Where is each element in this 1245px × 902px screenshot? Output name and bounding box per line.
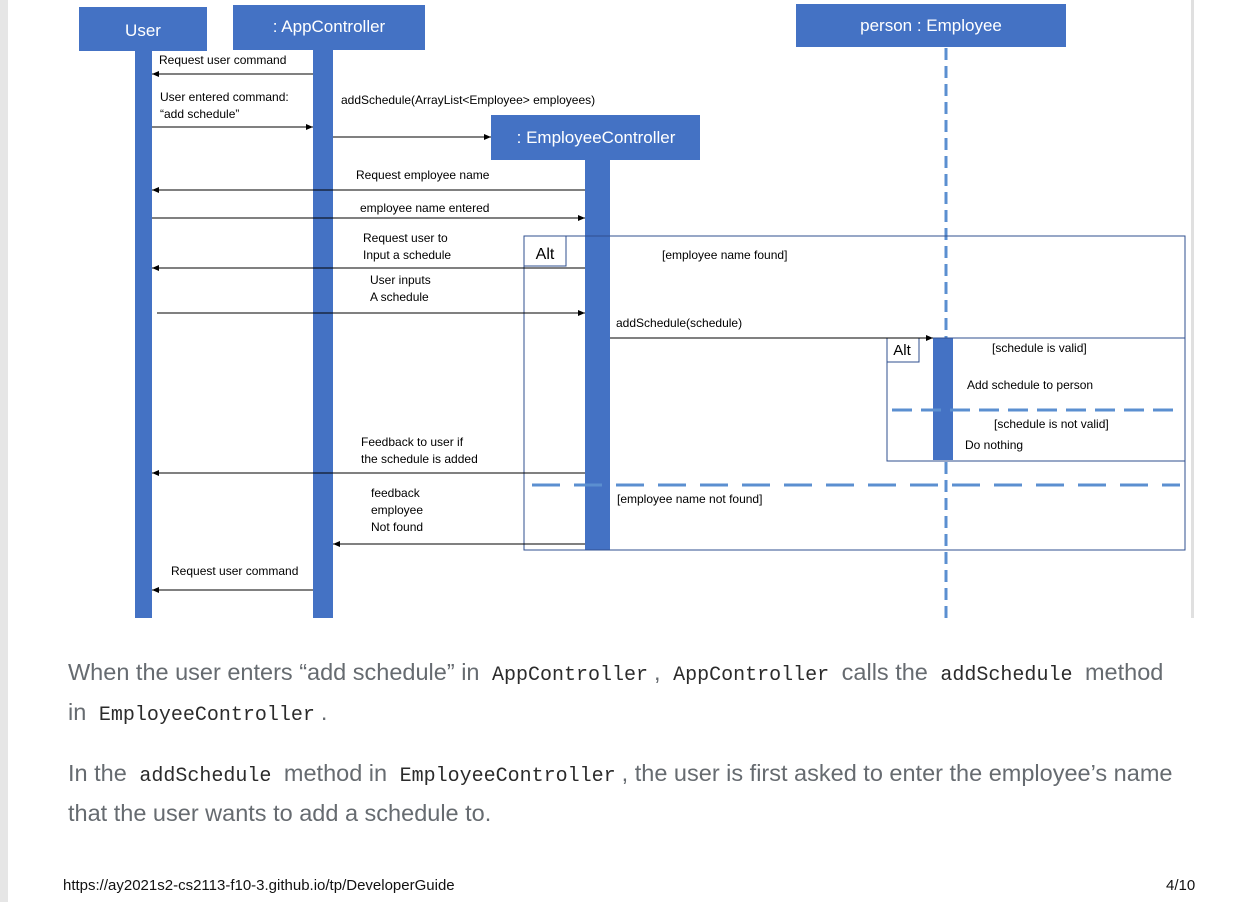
- paragraph-1-text-1: When the user enters “add schedule” in: [68, 659, 480, 685]
- paragraph-1-text-2: ,: [654, 659, 661, 685]
- outer-alt-label-box: [523, 235, 567, 267]
- message-label-6b: Input a schedule: [363, 248, 451, 262]
- footer-url: https://ay2021s2-cs2113-f10-3.github.io/…: [63, 877, 455, 894]
- outer-alt-label: Alt: [536, 246, 555, 263]
- paragraph-2-text-3: , the user is first asked to enter the e…: [68, 760, 1173, 826]
- sequence-diagram: User : AppController : EmployeeControlle…: [79, 4, 1186, 618]
- page-right-rule: [1191, 0, 1194, 618]
- user-lifeline-box: [79, 7, 207, 51]
- message-label-7b: A schedule: [370, 290, 429, 304]
- paragraph-1-code-2: AppController: [673, 664, 830, 687]
- message-label-12a: feedback: [371, 486, 421, 500]
- person-activation-bar: [933, 338, 953, 460]
- message-label-2a: User entered command:: [160, 90, 289, 104]
- paragraph-1-text-5: .: [320, 699, 328, 725]
- footer-page-number: 4/10: [1166, 877, 1196, 894]
- message-label-3: addSchedule(ArrayList<Employee> employee…: [341, 93, 595, 107]
- message-label-5: employee name entered: [360, 201, 489, 215]
- paragraph-2-code-2: EmployeeController: [399, 765, 616, 788]
- employeecontroller-lifeline-box: [491, 115, 700, 160]
- user-lifeline-label: User: [125, 21, 161, 40]
- message-label-4: Request employee name: [356, 168, 490, 182]
- employeecontroller-lifeline-label: : EmployeeController: [517, 128, 676, 147]
- paragraph-2-code-1: addSchedule: [139, 765, 272, 788]
- person-lifeline-label: person : Employee: [860, 16, 1002, 35]
- message-label-8: addSchedule(schedule): [616, 316, 742, 330]
- user-lifeline-bar: [135, 50, 152, 618]
- employeecontroller-activation-bar: [585, 158, 610, 550]
- message-label-10: Do nothing: [965, 438, 1023, 452]
- inner-alt-guard-valid: [schedule is valid]: [992, 341, 1087, 355]
- outer-alt-guard-not-found: [employee name not found]: [617, 492, 762, 506]
- message-label-6a: Request user to: [363, 231, 448, 245]
- inner-alt-fragment: [886, 337, 1186, 462]
- message-label-9: Add schedule to person: [967, 378, 1093, 392]
- paragraph-1-code-1: AppController: [492, 664, 649, 687]
- appcontroller-lifeline-bar: [313, 48, 333, 618]
- message-label-1: Request user command: [159, 53, 286, 67]
- paragraph-1-code-4: EmployeeController: [98, 704, 315, 727]
- message-label-11b: the schedule is added: [361, 452, 478, 466]
- message-label-13: Request user command: [171, 564, 298, 578]
- message-label-11a: Feedback to user if: [361, 435, 464, 449]
- paragraph-2-text-1: In the: [68, 760, 127, 786]
- paragraph-2-text-2: method in: [283, 760, 388, 786]
- paragraph-1-code-3: addSchedule: [940, 664, 1073, 687]
- inner-alt-label: Alt: [893, 342, 911, 359]
- page-left-gutter: [0, 0, 8, 902]
- paragraph-1-text-4: method in: [68, 659, 1164, 725]
- paragraph-1-text-3: calls the: [841, 659, 928, 685]
- outer-alt-guard-found: [employee name found]: [662, 248, 787, 262]
- paragraph-1: When the user enters “add schedule” in A…: [68, 654, 1188, 734]
- appcontroller-lifeline-box: [233, 5, 425, 50]
- message-label-2b: “add schedule”: [160, 107, 239, 121]
- paragraph-2: In the addSchedule method in EmployeeCon…: [68, 755, 1188, 832]
- message-label-7a: User inputs: [370, 273, 431, 287]
- person-lifeline-box: [796, 4, 1066, 47]
- appcontroller-lifeline-label: : AppController: [273, 17, 386, 36]
- inner-alt-guard-invalid: [schedule is not valid]: [994, 417, 1109, 431]
- message-label-12c: Not found: [371, 520, 423, 534]
- message-label-12b: employee: [371, 503, 423, 517]
